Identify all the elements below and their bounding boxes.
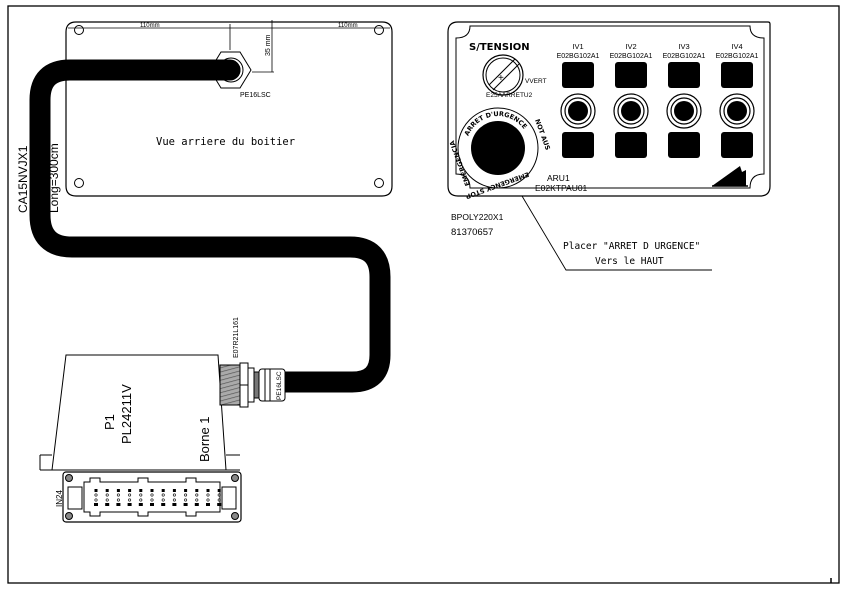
indicator-name: IV2 (625, 42, 636, 51)
indicator-ref: E02BG102A1 (557, 53, 600, 60)
pin (105, 489, 109, 492)
terminal-label: Borne 1 (197, 416, 212, 462)
pin (172, 503, 177, 506)
pin (195, 489, 199, 492)
dim-right-label: 110mm (338, 23, 358, 29)
indicator-label-plate (562, 62, 594, 88)
leader-line (521, 195, 712, 271)
pin (183, 503, 188, 506)
pin (116, 503, 121, 506)
dim-vertical-label: 35 mm (265, 34, 272, 56)
gland2-ref-label: PE16LSC (276, 371, 283, 400)
cable (29, 59, 391, 393)
drawing-frame (7, 5, 840, 584)
rear-view-title: Vue arriere du boitier (156, 136, 295, 148)
rear-gland-label: PE16LSC (240, 92, 271, 99)
indicator-name: IV1 (572, 42, 583, 51)
pin (94, 489, 98, 492)
estop-ref-label: E02KTPAU01 (535, 183, 588, 193)
pin (150, 503, 154, 506)
rear-view-panel: 110mm 110mm 35 mm PE16LSC Vue arriere du… (65, 20, 393, 197)
pin (184, 489, 188, 492)
connector-housing: P1 PL24211V Borne 1 (39, 354, 240, 471)
indicator-label-plate (668, 62, 700, 88)
pin (116, 489, 120, 492)
front-panel: S/TENSION + VVERT E25AARRETU2 IV1E02BG10… (447, 21, 771, 201)
power-switch[interactable]: + (482, 54, 524, 96)
pin (161, 503, 166, 506)
indicator-name: IV4 (731, 42, 742, 51)
manufacturer-logo (712, 166, 748, 187)
power-label: S/TENSION (469, 42, 530, 53)
indicator-ref: E02BG102A1 (663, 53, 706, 60)
cable-length-label: Long=300cm (47, 143, 61, 213)
indicator-label-plate (668, 132, 700, 158)
indicator-ref: E02BG102A1 (716, 53, 759, 60)
pin (94, 503, 98, 506)
indicator-label-plate (562, 132, 594, 158)
pin (217, 503, 222, 506)
pin (139, 489, 143, 492)
pin (206, 503, 210, 506)
pin (105, 503, 110, 506)
note-line-1: Placer "ARRET D URGENCE" (563, 241, 700, 252)
dim-left-label: 110mm (140, 23, 160, 29)
pin (217, 489, 221, 492)
pin (128, 489, 132, 492)
indicator-label-plate (721, 132, 753, 158)
connector-ref-label: PL24211V (119, 384, 134, 444)
power-color-label: VVERT (525, 78, 547, 85)
mount-hole (374, 25, 384, 35)
power-ref-label: E25AARRETU2 (486, 92, 533, 99)
note-line-2: Vers le HAUT (595, 256, 664, 267)
mount-hole (74, 178, 84, 188)
box-ref-label: BPOLY220X1 (451, 212, 504, 222)
pin (172, 489, 176, 492)
pin (206, 489, 210, 492)
connector-insert (62, 471, 242, 523)
connector-name-label: P1 (102, 414, 117, 430)
gland-ref-label: E07R21L161 (233, 317, 240, 358)
indicator-label-plate (615, 62, 647, 88)
plus-icon: + (498, 73, 504, 84)
indicator-name: IV3 (678, 42, 689, 51)
cable-ref-label: CA15NVJX1 (16, 145, 30, 213)
box-code-label: 81370657 (451, 227, 493, 238)
indicator-label-plate (721, 62, 753, 88)
insert-label: IN24 (55, 490, 64, 507)
indicator-label-plate (615, 132, 647, 158)
estop-name-label: ARU1 (547, 173, 570, 183)
pin (161, 489, 165, 492)
indicator-ref: E02BG102A1 (610, 53, 653, 60)
pin (138, 503, 143, 506)
mount-hole (74, 25, 84, 35)
mount-hole (374, 178, 384, 188)
pin (150, 489, 154, 492)
pin (127, 503, 132, 506)
pin (194, 503, 199, 506)
emergency-stop-button[interactable] (457, 107, 539, 189)
connector-gland (219, 362, 286, 408)
